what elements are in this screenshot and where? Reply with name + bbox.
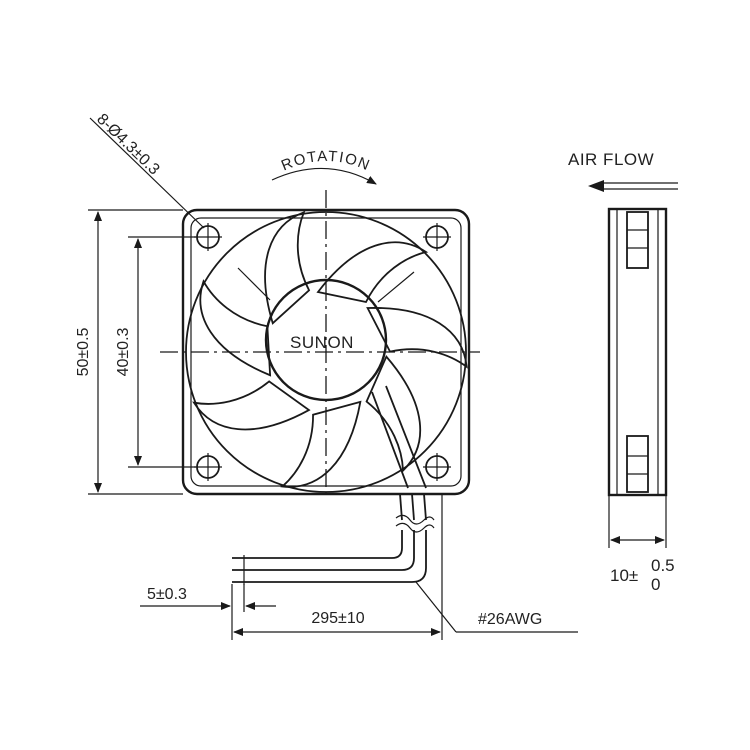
side-latch [626, 211, 649, 269]
lead-wire [232, 530, 427, 583]
side-latch [626, 435, 649, 493]
wire-channel [371, 385, 427, 489]
airflow-arrow [588, 180, 678, 192]
fan-blade [280, 400, 362, 488]
rotation-arrow [271, 167, 377, 185]
depth-upper-tolerance: 0.5 [651, 556, 675, 575]
lead-length-dimension: 295±10 [233, 494, 443, 640]
brand-label: SUNON [290, 333, 354, 352]
side-view: AIR FLOW 10± 0.5 0 [568, 150, 678, 594]
fan-side-body [607, 207, 668, 497]
fan-blade [192, 380, 311, 431]
front-view: SUNON [160, 190, 480, 500]
fan-blade [316, 241, 429, 304]
hole-spec-label: 8-Ø4.3±0.3 [93, 111, 162, 179]
lead-wire [232, 530, 415, 571]
hole-pitch-dimension: 40±0.3 [115, 236, 196, 468]
mounting-holes [194, 223, 451, 481]
wire-gauge-label: #26AWG [478, 611, 542, 628]
rotation-label: ROTATION [279, 148, 373, 175]
strip-length-label: 5±0.3 [147, 586, 187, 603]
outer-size-label: 50±0.5 [75, 327, 92, 376]
wire-gauge-callout: #26AWG [415, 581, 578, 633]
lead-wire [232, 530, 403, 559]
outer-size-dimension: 50±0.5 [75, 209, 183, 495]
strip-length-dimension: 5±0.3 [140, 584, 276, 640]
depth-dimension: 10± 0.5 0 [608, 495, 675, 594]
depth-lower-tolerance: 0 [651, 575, 660, 594]
impeller-blades [192, 210, 468, 488]
lead-length-label: 295±10 [311, 610, 364, 627]
hole-pitch-label: 40±0.3 [115, 327, 132, 376]
lead-wires [232, 493, 435, 585]
fan-blade [264, 210, 311, 325]
rotation-indicator: ROTATION [271, 148, 377, 185]
airflow-label: AIR FLOW [568, 150, 654, 169]
fan-blade [366, 307, 468, 369]
depth-label: 10± [610, 566, 638, 585]
fan-blade [365, 354, 422, 473]
